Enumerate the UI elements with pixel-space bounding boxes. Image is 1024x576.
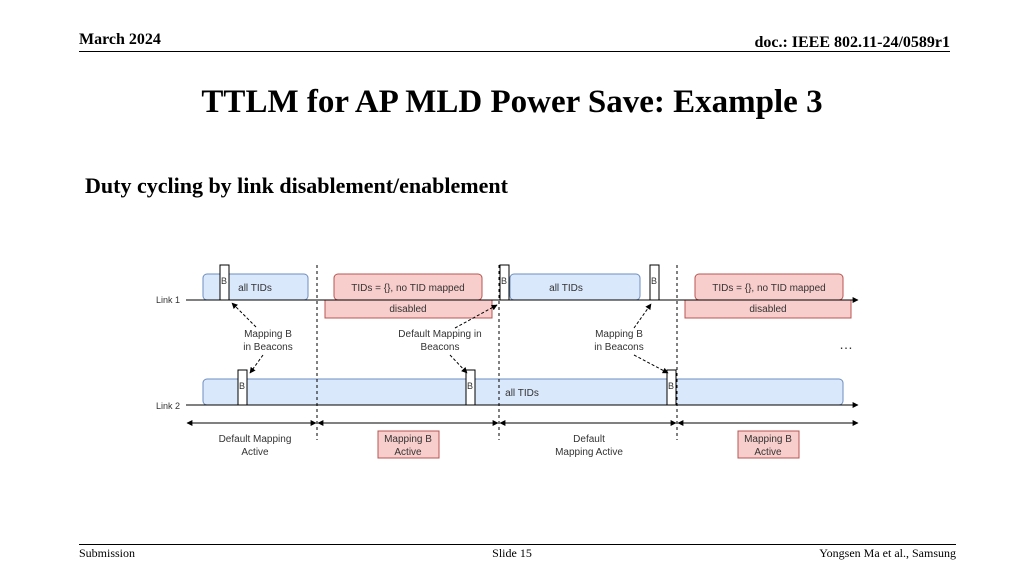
- link2-label: Link 2: [156, 401, 180, 411]
- phase-4-line2: Active: [754, 447, 782, 458]
- link2-beacon-label-1: B: [239, 381, 245, 391]
- phase-2-box: [377, 430, 440, 459]
- link2-beacon-3: [666, 369, 677, 406]
- annotation-default-mapping-line1: Default Mapping in: [398, 329, 481, 340]
- link1-disabled-label-1: disabled: [389, 304, 426, 315]
- header-rule: [79, 51, 950, 52]
- slide-title: TTLM for AP MLD Power Save: Example 3: [201, 84, 823, 120]
- footer-rule: [79, 544, 956, 545]
- phase-4-box: [737, 430, 800, 459]
- link1-beacon-label-1: B: [221, 276, 227, 286]
- link1-beacon-2: [499, 264, 510, 301]
- phase-4-line1: Mapping B: [744, 434, 792, 445]
- arrow-ann3-up: [633, 303, 652, 329]
- phase-3-line2: Mapping Active: [555, 447, 623, 458]
- annotation-mapping-b-2-line1: Mapping B: [595, 329, 643, 340]
- annotation-mapping-b-1-line2: in Beacons: [243, 342, 292, 353]
- link2-beacon-label-2: B: [467, 381, 473, 391]
- link2-beacon-2: [465, 369, 476, 406]
- phase-1-line1: Default Mapping: [219, 434, 292, 445]
- annotation-mapping-b-2-line2: in Beacons: [594, 342, 643, 353]
- footer-slide-number: Slide 15: [492, 546, 532, 560]
- link1-enabled-label-1: all TIDs: [238, 283, 272, 294]
- link2-beacon-label-3: B: [668, 381, 674, 391]
- phase-2-line1: Mapping B: [384, 434, 432, 445]
- slide-subtitle: Duty cycling by link disablement/enablem…: [85, 173, 508, 198]
- arrow-ann2-down: [449, 354, 468, 374]
- footer-authors: Yongsen Ma et al., Samsung: [819, 546, 956, 560]
- link1-beacon-label-3: B: [651, 276, 657, 286]
- link1-tids-label-2: TIDs = {}, no TID mapped: [712, 283, 826, 294]
- link1-beacon-1: [219, 264, 230, 301]
- phase-3-line1: Default: [573, 434, 605, 445]
- link2-beacon-1: [237, 369, 248, 406]
- annotation-mapping-b-1-line1: Mapping B: [244, 329, 292, 340]
- header-doc-id: doc.: IEEE 802.11-24/0589r1: [754, 34, 950, 51]
- header-date: March 2024: [79, 31, 161, 48]
- arrow-ann2-up: [454, 304, 498, 329]
- footer-submission: Submission: [79, 546, 136, 560]
- link1-beacon-3: [649, 264, 660, 301]
- link2-all-tids-label: all TIDs: [505, 388, 539, 399]
- link1-enabled-label-2: all TIDs: [549, 283, 583, 294]
- arrow-ann3-down: [633, 354, 669, 374]
- arrow-ann1-up: [231, 302, 257, 328]
- link1-beacon-label-2: B: [501, 276, 507, 286]
- link1-tids-label-1: TIDs = {}, no TID mapped: [351, 283, 465, 294]
- link1-label: Link 1: [156, 295, 180, 305]
- phase-2-line2: Active: [394, 447, 422, 458]
- ellipsis: …: [839, 336, 853, 352]
- arrow-ann1-down: [249, 354, 264, 374]
- link1-disabled-label-2: disabled: [749, 304, 786, 315]
- phase-1-line2: Active: [241, 447, 269, 458]
- annotation-default-mapping-line2: Beacons: [421, 342, 460, 353]
